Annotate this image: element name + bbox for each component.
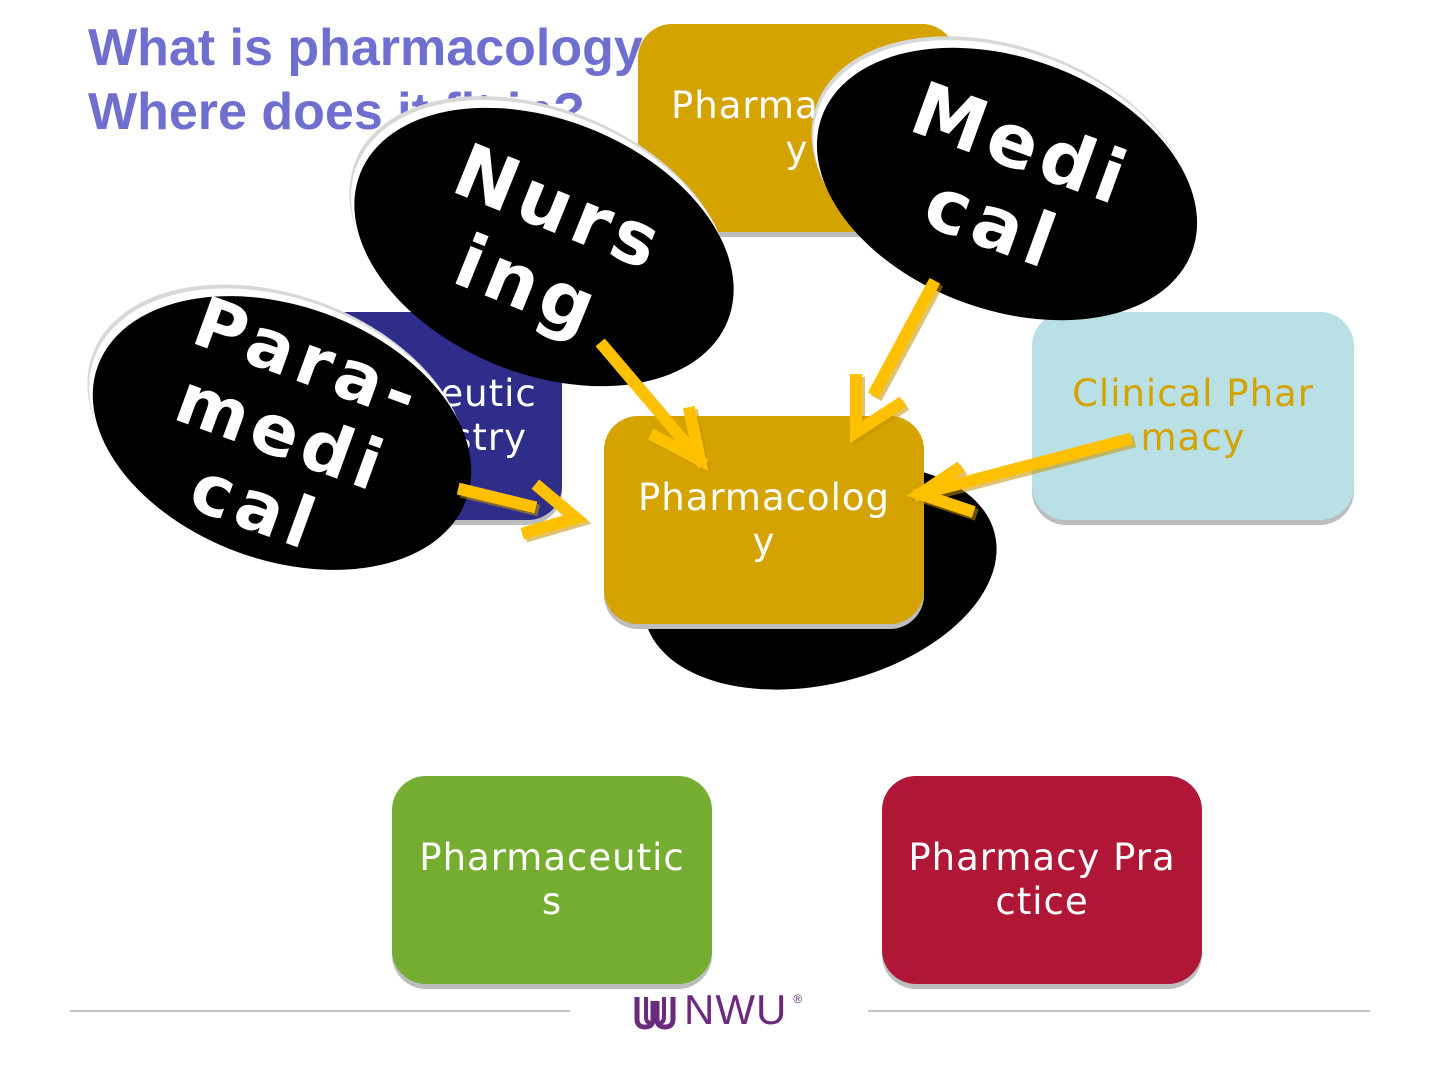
box-pharmacy-practice: Pharmacy Practice — [882, 776, 1202, 984]
nwu-logo-registered: ® — [793, 992, 803, 1006]
nwu-logo-icon — [634, 997, 676, 1030]
arrowhead-medical — [850, 374, 907, 443]
arrowhead-nursing — [647, 405, 709, 472]
arrow-paramedical-to-center — [456, 482, 538, 514]
box-pharmacology-center: Pharmacology — [604, 416, 924, 624]
arrowhead-paramedical — [520, 479, 589, 540]
title-line-1: What is pharmacology — [88, 19, 643, 77]
arrow-clinical-to-center — [912, 432, 1134, 502]
footer-line-left — [70, 1010, 570, 1012]
nwu-logo: NWU ® — [632, 986, 802, 1034]
footer-line-right — [868, 1010, 1370, 1012]
box-pharmaceutics: Pharmaceutics — [392, 776, 712, 984]
box-clinical-pharmacy: Clinical Pharmacy — [1032, 312, 1354, 520]
nwu-logo-text: NWU — [684, 986, 788, 1033]
arrowhead-clinical — [906, 461, 976, 518]
arrow-nursing-to-center — [595, 338, 709, 469]
arrow-medical-to-center — [867, 277, 941, 399]
